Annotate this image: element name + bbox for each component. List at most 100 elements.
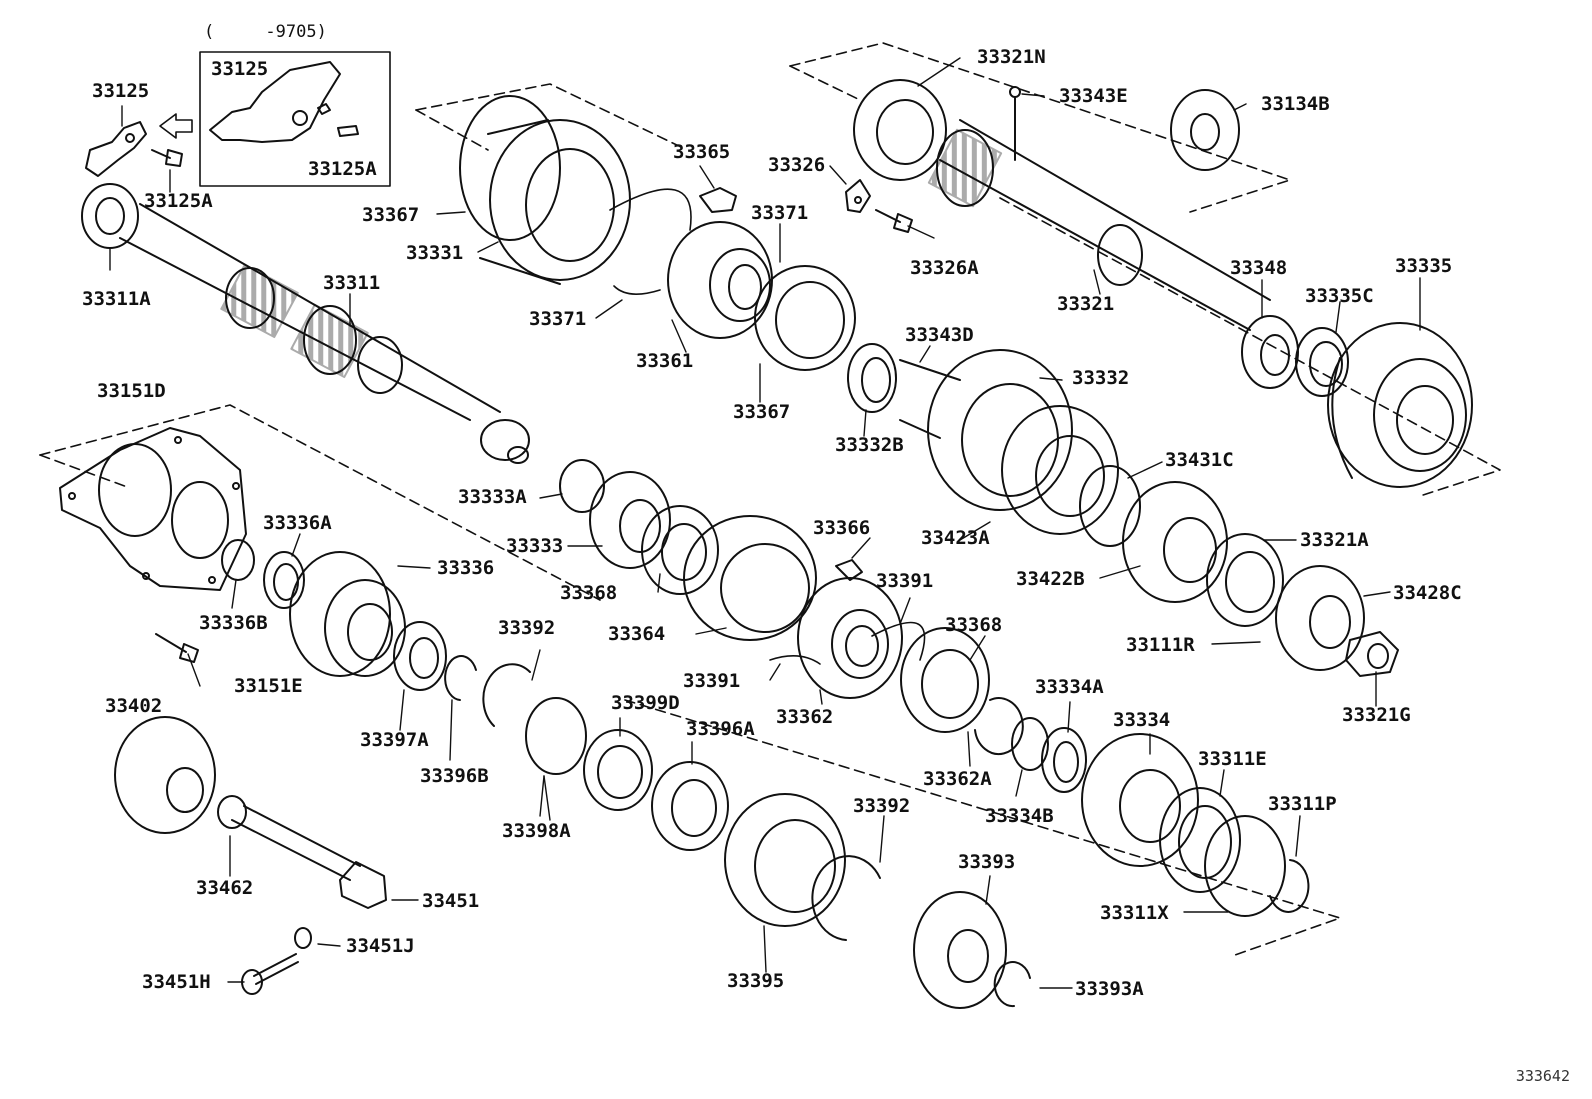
label-33125A-inset: 33125A [308,158,377,180]
label-33134B: 33134B [1261,93,1330,115]
label-33321G: 33321G [1342,704,1411,726]
bearing-33333A [559,459,605,513]
gear-33336 [289,551,406,677]
label-33398A: 33398A [502,820,571,842]
hub-33361 [667,221,773,339]
label-33362A: 33362A [923,768,992,790]
label-33311X: 33311X [1100,902,1169,924]
gear-33393 [913,891,1007,1009]
ring-33336B [221,539,255,581]
bearing-33335C [1295,327,1349,397]
label-33343E: 33343E [1059,85,1128,107]
label-33362: 33362 [776,706,834,728]
label-33393: 33393 [958,851,1016,873]
label-33431C: 33431C [1165,449,1234,471]
gear-33402 [114,716,216,834]
ring-33392-bottom [811,855,881,941]
hub-33396A [651,761,729,851]
label-33365: 33365 [673,141,731,163]
spring-33371 [609,188,692,295]
label-33336A: 33336A [263,512,332,534]
label-33361: 33361 [636,350,694,372]
ring-33398A [525,697,587,775]
ring-33392-top [482,663,531,727]
ring-33397A [393,621,447,691]
snapring-33362A [974,697,1024,756]
shift-fork-part [85,121,147,177]
label-33111R: 33111R [1126,634,1195,656]
label-33391-bottom: 33391 [683,670,741,692]
gear-33332 [899,349,1119,535]
label-33462: 33462 [196,877,254,899]
label-33396A: 33396A [686,718,755,740]
label-33391-top: 33391 [876,570,934,592]
arrow-left-icon [159,113,193,139]
label-33335C: 33335C [1305,285,1374,307]
inset-note: ( -9705) [204,22,327,42]
label-33321A: 33321A [1300,529,1369,551]
label-33336B: 33336B [199,612,268,634]
label-33334: 33334 [1113,709,1171,731]
label-33311A: 33311A [82,288,151,310]
label-33393A: 33393A [1075,978,1144,1000]
ring-33399D [583,729,653,811]
label-33422B: 33422B [1016,568,1085,590]
label-33125: 33125 [92,80,150,102]
label-33125-inset: 33125 [211,58,269,80]
label-33392-bottom: 33392 [853,795,911,817]
label-33311P: 33311P [1268,793,1337,815]
label-33311: 33311 [323,272,381,294]
label-33343D: 33343D [905,324,974,346]
ring-33334B [1011,717,1049,771]
hub-33368-left [641,505,719,595]
label-33336: 33336 [437,557,495,579]
label-33321: 33321 [1057,293,1115,315]
label-33371-left: 33371 [529,308,587,330]
label-33367-bottom: 33367 [733,401,791,423]
pin-33451J [294,927,312,949]
label-33335: 33335 [1395,255,1453,277]
gear-33335 [1327,322,1473,488]
nut-33321G [1345,631,1399,677]
ring-33321A [1206,533,1284,627]
bearing-33334A [1041,727,1087,793]
washer-33348 [1241,315,1299,389]
leader-lines [109,57,1421,989]
ring-33368-right [900,627,990,733]
label-33334A: 33334A [1035,676,1104,698]
bolt-33451H [241,953,299,995]
bolt-33151E [155,633,199,663]
ring-33367-right [754,265,856,371]
label-33402: 33402 [105,695,163,717]
shaft-33451 [231,805,387,909]
label-33397A: 33397A [360,729,429,751]
label-33321N: 33321N [977,46,1046,68]
snapring-33396B [444,655,477,701]
label-33332: 33332 [1072,367,1130,389]
gear-33334 [1081,733,1199,867]
gear-33422B [1122,481,1228,603]
bearing-33332B [847,343,897,413]
gear-33333 [589,471,671,569]
inset-shift-fork [209,61,359,143]
inset-box [199,51,391,187]
label-33428C: 33428C [1393,582,1462,604]
label-33151D: 33151D [97,380,166,402]
spring-33391 [769,621,926,665]
ring-33311E [1159,787,1241,893]
collar-33431C [1079,465,1141,547]
input-shaft [81,183,530,464]
key-33365 [699,187,737,213]
label-33326A: 33326A [910,257,979,279]
snapring-33311P [1269,859,1310,913]
ring-33311X [1204,815,1286,917]
label-33396B: 33396B [420,765,489,787]
label-33333: 33333 [506,535,564,557]
countershaft-33321 [853,79,1271,331]
label-33334B: 33334B [985,805,1054,827]
label-33395: 33395 [727,970,785,992]
washer-33462 [217,795,247,829]
label-33331: 33331 [406,242,464,264]
label-33333A: 33333A [458,486,527,508]
label-33392-top: 33392 [498,617,556,639]
